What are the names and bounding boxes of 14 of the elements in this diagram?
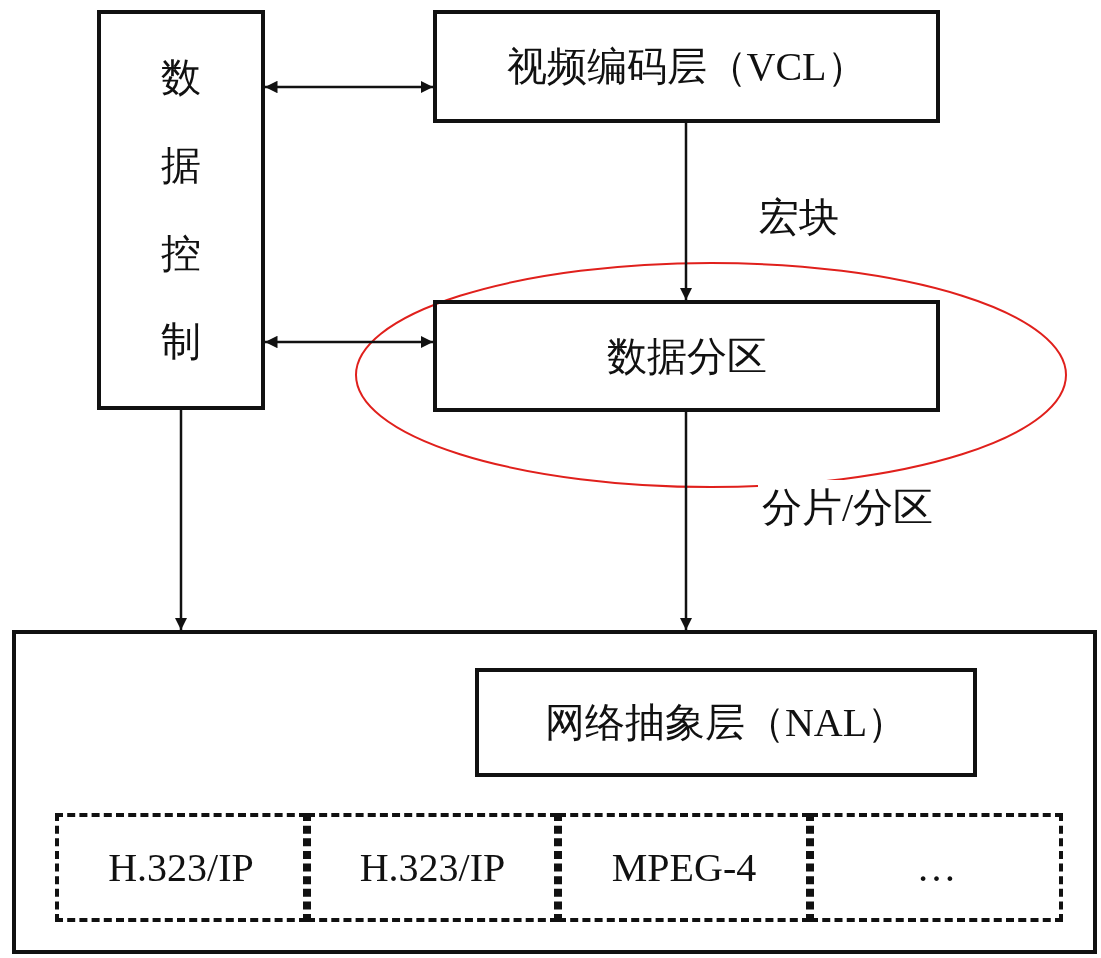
protocol-box: H.323/IP [55,813,307,922]
arrow [265,80,433,94]
container-box [12,630,1097,954]
process-box: 网络抽象层（NAL） [475,668,977,777]
process-box: 数据分区 [433,300,940,412]
arrow [265,335,433,349]
process-box: 视频编码层（VCL） [433,10,940,123]
arrow [679,412,693,630]
arrow [679,123,693,300]
arrow [174,410,188,630]
protocol-box: MPEG-4 [558,813,810,922]
process-box: 数据控制 [97,10,265,410]
protocol-box: … [810,813,1063,922]
protocol-box: H.323/IP [307,813,558,922]
